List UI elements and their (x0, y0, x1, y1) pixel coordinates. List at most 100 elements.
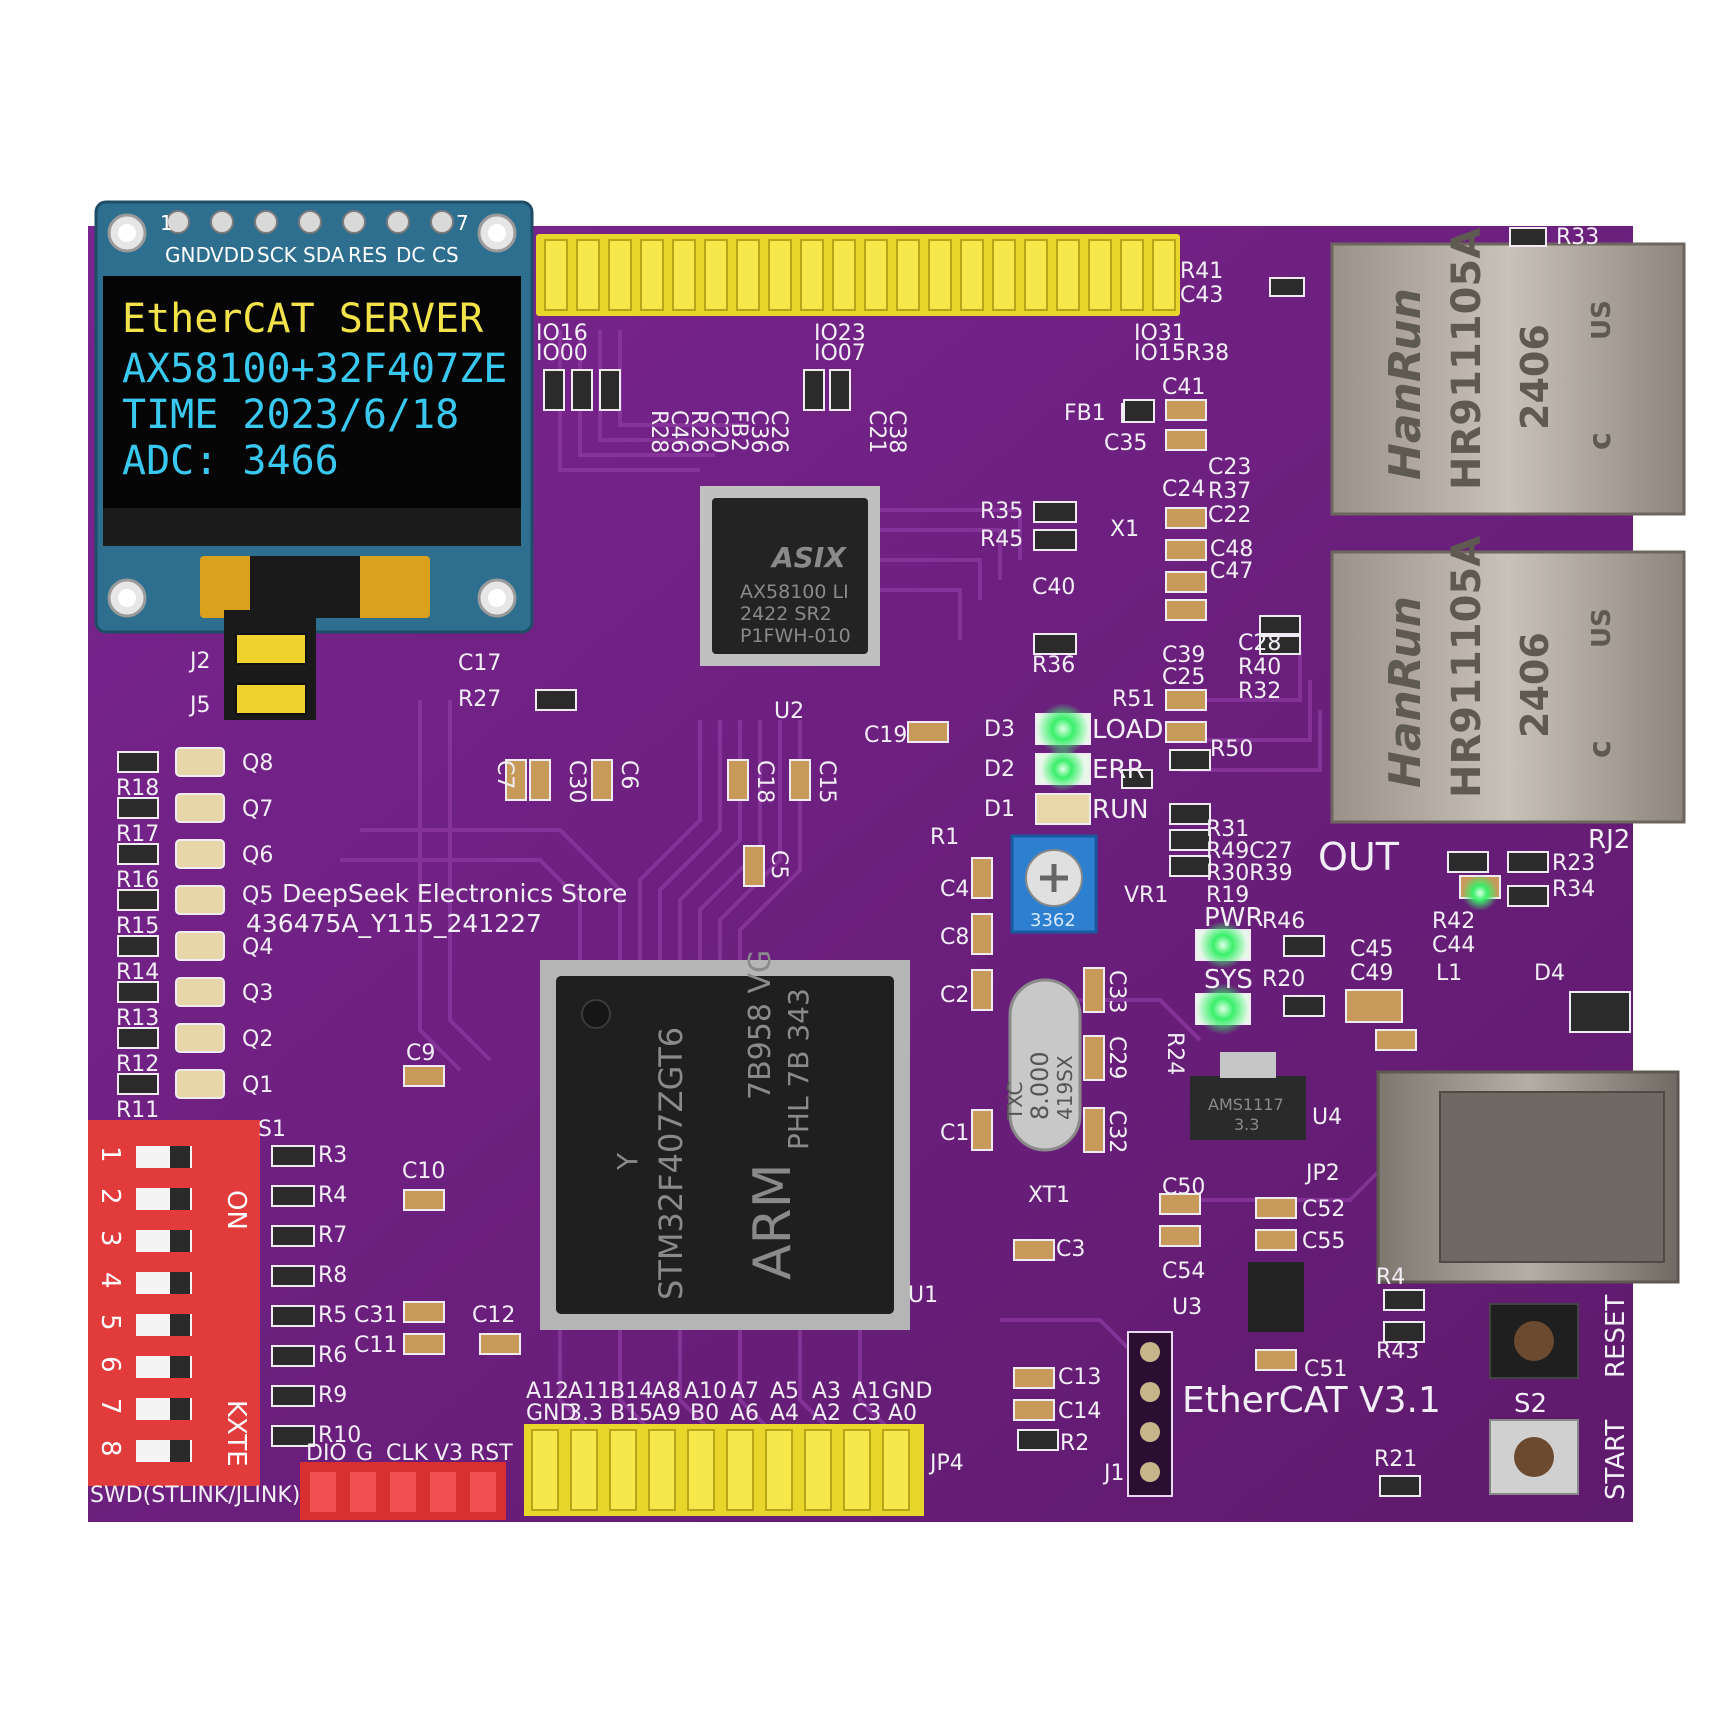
rj1-date: 2406 (1513, 324, 1557, 430)
out-label: OUT (1318, 835, 1400, 879)
ref-c38: C38 (884, 410, 909, 453)
ref-r27: R27 (458, 687, 501, 712)
usb-b-connector (1376, 1070, 1680, 1284)
start-label: START (1601, 1420, 1631, 1500)
ref-r14: R14 (116, 960, 159, 985)
xt1-line-3: 419SX (1053, 1055, 1077, 1120)
ref-c12: C12 (472, 1303, 515, 1328)
smd-resistors (535, 227, 1631, 1497)
ref-xt1: XT1 (1028, 1183, 1070, 1208)
jp4-bottom-labels: GND 3.3 B15 A9 B0 A6 A4 A2 C3 A0 (526, 1401, 917, 1426)
jp4-top-1: A11 (568, 1379, 611, 1404)
ref-c43: C43 (1180, 283, 1223, 308)
swd-pin-g: G (356, 1441, 373, 1466)
u1-line-3: PHL 7B 343 (782, 988, 815, 1150)
ref-c50: C50 (1162, 1175, 1205, 1200)
store-line-1: DeepSeek Electronics Store (282, 879, 627, 908)
dip-label-brand: KXTE (221, 1400, 251, 1467)
top-pin-header (536, 234, 1180, 316)
ref-r41: R41 (1180, 259, 1223, 284)
start-button (1489, 1419, 1579, 1495)
u4-line-1: AMS1117 (1208, 1095, 1284, 1114)
ref-c22: C22 (1208, 503, 1251, 528)
ref-r30r39: R30R39 (1206, 861, 1293, 886)
ref-j5: J5 (188, 693, 211, 718)
jp4-top-7: A3 (812, 1379, 841, 1404)
ref-q6: Q6 (242, 843, 273, 868)
ref-jp2: JP2 (1304, 1161, 1340, 1186)
reset-label: RESET (1601, 1295, 1631, 1378)
ref-fb1: FB1 (1064, 401, 1106, 426)
io00-label: IO00 (536, 341, 588, 366)
ref-c8: C8 (940, 925, 969, 950)
ref-c33: C33 (1104, 970, 1129, 1013)
dip-r-labels: R3 R4 R7 R8 R5 R6 R9 R10 (318, 1143, 361, 1448)
reset-button (1489, 1303, 1579, 1379)
swd-pin-rst: RST (470, 1441, 513, 1466)
u2-line-3: P1FWH-010 (740, 625, 851, 647)
ref-c1: C1 (940, 1121, 969, 1146)
oled-pin-last: 7 (456, 211, 469, 235)
ref-r32: R32 (1238, 679, 1281, 704)
ref-c17: C17 (458, 651, 501, 676)
ref-c10: C10 (402, 1159, 445, 1184)
ref-x1: X1 (1110, 517, 1139, 542)
ref-q7: Q7 (242, 797, 273, 822)
dip-switch-s1 (88, 1120, 260, 1486)
oled-module (94, 200, 534, 720)
rj45-jack-top: HanRun HR911105A 2406 c US (1330, 228, 1686, 516)
jp4-bot-5: A6 (730, 1401, 759, 1426)
jp4-top-3: A8 (652, 1379, 681, 1404)
ref-c3: C3 (1056, 1237, 1085, 1262)
io16-label: IO16 (536, 321, 588, 346)
left-resistors (117, 751, 159, 1095)
ref-c35: C35 (1104, 431, 1147, 456)
ref-j2: J2 (188, 649, 211, 674)
dip-num-7: 7 (95, 1398, 125, 1415)
ref-r28: R28 (646, 410, 671, 453)
ref-r50: R50 (1210, 737, 1253, 762)
ref-r37: R37 (1208, 479, 1251, 504)
oled-line-1: EtherCAT SERVER (122, 296, 484, 342)
xt1-line-2: 8.000 (1026, 1051, 1054, 1120)
ref-r24: R24 (1162, 1032, 1187, 1075)
rj2-date: 2406 (1513, 632, 1557, 738)
io31-label: IO31 (1134, 321, 1186, 346)
ref-c15: C15 (814, 760, 839, 803)
ref-c19: C19 (864, 723, 907, 748)
jp4-bot-6: A4 (770, 1401, 799, 1426)
ref-c7: C7 (492, 760, 517, 789)
s2-label: S2 (1514, 1389, 1547, 1419)
dip-labels: ON KXTE 1 2 3 4 5 6 7 8 (95, 1146, 251, 1467)
u2-line-2: 2422 SR2 (740, 603, 832, 625)
rj2-model: HR911105A (1444, 536, 1490, 798)
u1-line-2: 7B958 VG (743, 950, 778, 1100)
ref-c26: C26 (766, 410, 791, 453)
dip-num-5: 5 (95, 1314, 125, 1331)
rj2-cert-prefix: c (1583, 740, 1618, 758)
crystal-xt1: 8.000 419SX TXC (1003, 978, 1082, 1152)
ref-c47: C47 (1210, 559, 1253, 584)
u4-line-2: 3.3 (1234, 1115, 1259, 1134)
oled-screen-text: EtherCAT SERVER AX58100+32F407ZE TIME 20… (122, 296, 507, 484)
jp4-top-0: A12 (526, 1379, 569, 1404)
ref-r23: R23 (1552, 851, 1595, 876)
dip-num-6: 6 (95, 1356, 125, 1373)
ref-c55: C55 (1302, 1229, 1345, 1254)
dip-num-2: 2 (95, 1188, 125, 1205)
rj2-cert-suffix: US (1587, 608, 1617, 648)
jp4-bot-3: A9 (652, 1401, 681, 1426)
ref-r5: R5 (318, 1303, 347, 1328)
ref-c28: C28 (1238, 631, 1281, 656)
oled-line-4: ADC: 3466 (122, 438, 339, 484)
ref-r16: R16 (116, 868, 159, 893)
jp4-top-6: A5 (770, 1379, 799, 1404)
smd-capacitors (403, 399, 1501, 1421)
jp4-bot-0: GND (526, 1401, 576, 1426)
ref-c24: C24 (1162, 477, 1205, 502)
ref-d4: D4 (1534, 961, 1565, 986)
ref-c51: C51 (1304, 1357, 1347, 1382)
led-label-load: LOAD (1092, 715, 1163, 745)
ref-d3: D3 (984, 717, 1015, 742)
jp4-bot-1: 3.3 (568, 1401, 603, 1426)
